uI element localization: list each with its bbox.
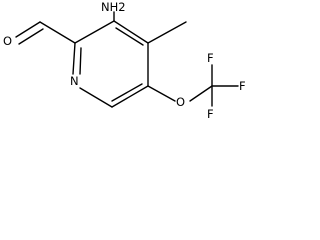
bond-c3-c4-double	[115, 27, 144, 46]
fluorine-top-label: F	[207, 51, 214, 65]
ether-oxygen-label: O	[176, 95, 185, 109]
bond-aldehyde-c-o	[15, 21, 41, 38]
bond-c2-c3	[74, 20, 115, 44]
amino-label: NH2	[101, 0, 126, 14]
pyridine-ring	[72, 20, 149, 108]
bond-c5-oxygen	[147, 85, 176, 102]
bond-aldehyde-c-o-double	[18, 28, 44, 45]
chemical-structure-diagram: NH2 N O O F F F	[3, 0, 246, 121]
bond-c4-methyl	[147, 21, 187, 44]
fluorine-right-label: F	[239, 79, 246, 93]
substituent-bonds	[15, 11, 239, 107]
bond-c5-c6-double	[111, 83, 143, 102]
atom-labels: NH2 N O O F F F	[3, 0, 246, 121]
bond-n1-c2	[72, 42, 76, 75]
bond-n1-c2-double	[79, 47, 82, 75]
bond-c6-n1	[79, 87, 113, 108]
bond-oxygen-cf3	[189, 85, 213, 102]
fluorine-bottom-label: F	[207, 107, 214, 121]
carbonyl-oxygen-label: O	[3, 34, 12, 48]
bond-c3-c4	[113, 20, 149, 44]
bond-c5-c6	[111, 85, 149, 108]
bond-c2-aldehyde-carbon	[39, 21, 76, 44]
ring-nitrogen-label: N	[70, 74, 79, 88]
